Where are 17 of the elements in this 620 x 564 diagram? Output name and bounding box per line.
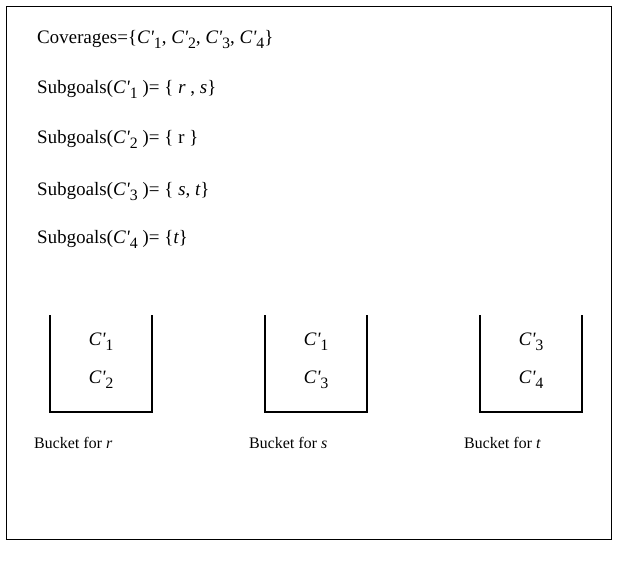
bucket [264,315,368,413]
subgoal-set-text: Subgoals(C'$_{1}$ )= { r , s} [37,77,216,103]
bucket-item: C'$_{4}$ [518,367,544,393]
bucket [479,315,583,413]
bucket-caption: Bucket for s [249,435,328,453]
coverage-set-text: Coverages={C'$_{1}$, C'$_{2}$, C'$_{3}$, C'$_{4}$} [37,27,274,53]
bucket-item: C'$_{1}$ [304,329,328,355]
bucket-item: C'$_{3}$ [518,329,544,355]
bucket [49,315,153,413]
bucket-item: C'$_{1}$ [88,329,114,355]
bucket-item: C'$_{2}$ [88,367,114,393]
bucket-caption: Bucket for r [34,435,112,453]
bucket-caption: Bucket for t [464,435,540,453]
subgoal-set-text: Subgoals(C'$_{4}$ )= {t} [37,227,188,253]
subgoal-set-text: Subgoals(C'$_{3}$ )= { s, t} [37,179,210,205]
bucket-item: C'$_{3}$ [304,367,328,393]
subgoal-set-text: Subgoals(C'$_{2}$ )= { r } [37,127,198,153]
